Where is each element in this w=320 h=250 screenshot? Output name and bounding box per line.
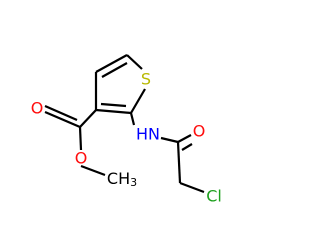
atom-methyl: CH3 [107,169,137,189]
amide-group [129,112,205,194]
atom-sulfur: S [141,70,151,89]
bond-c2-c3-double [100,102,127,108]
bond-c5-s [126,54,143,70]
bond-c3-carbonyl [79,109,97,128]
bond-c4-c5 [95,54,128,73]
bond-c2-nh [129,112,136,126]
bond-amide-co [177,134,192,143]
bond-c4-c5-double [101,62,128,78]
bond-s-c2 [130,88,146,114]
atom-ester-oxygen: O [75,149,88,168]
bond-nh-carbonyl [160,136,179,144]
bond-c2-c3 [95,108,132,115]
bond-carbonyl-ch2 [176,141,182,184]
bond-carbonyl-o-double [44,104,78,122]
atom-methyl-main: CH [107,169,130,188]
bond-amide-co-double [181,143,193,151]
thiophene-ring [94,54,146,115]
atom-amide-oxygen: O [193,122,206,141]
atom-chlorine: Cl [206,187,222,206]
atom-amide-nh: HN [136,125,160,144]
molecule-canvas: S O O CH3 HN O Cl [31,54,222,206]
bond-carbonyl-o [44,110,81,129]
bond-carbonyl-oester [78,126,83,151]
bond-oester-methyl [80,164,106,177]
ester-group [44,104,106,177]
bond-ch2-cl [179,181,205,194]
atom-methyl-subscript: 3 [130,176,137,189]
atom-carbonyl-oxygen: O [31,99,44,118]
